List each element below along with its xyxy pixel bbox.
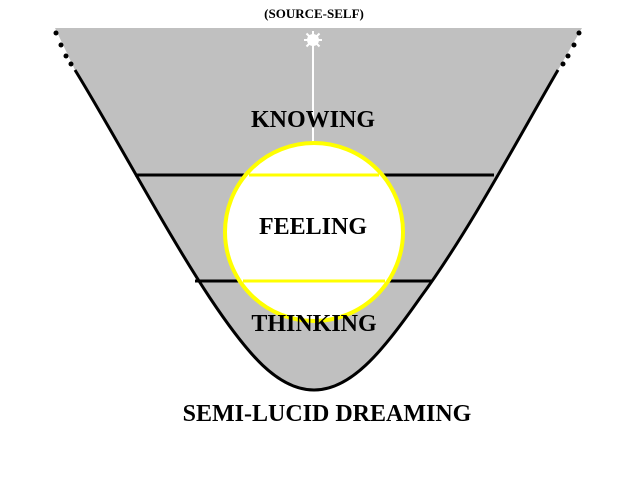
rim-dot [571, 42, 577, 48]
rim-dot [565, 53, 571, 59]
source-self-label: (SOURCE-SELF) [264, 6, 364, 21]
rim-dot [68, 61, 74, 67]
rim-dot [58, 42, 64, 48]
feeling-circle [223, 141, 405, 323]
starburst-icon [304, 31, 322, 49]
left-dotted-rim [53, 30, 74, 67]
rim-dot [560, 61, 566, 67]
feeling-label: FEELING [259, 214, 367, 240]
rim-dot [63, 53, 69, 59]
right-dotted-rim [560, 30, 582, 67]
thinking-label: THINKING [251, 311, 377, 337]
semi-lucid-dreaming-label: SEMI-LUCID DREAMING [183, 401, 472, 427]
funnel-left-outline [73, 69, 315, 392]
rim-dot [53, 30, 59, 36]
knowing-label: KNOWING [251, 107, 375, 133]
funnel-right-outline [313, 69, 560, 392]
rim-dot [576, 30, 582, 36]
